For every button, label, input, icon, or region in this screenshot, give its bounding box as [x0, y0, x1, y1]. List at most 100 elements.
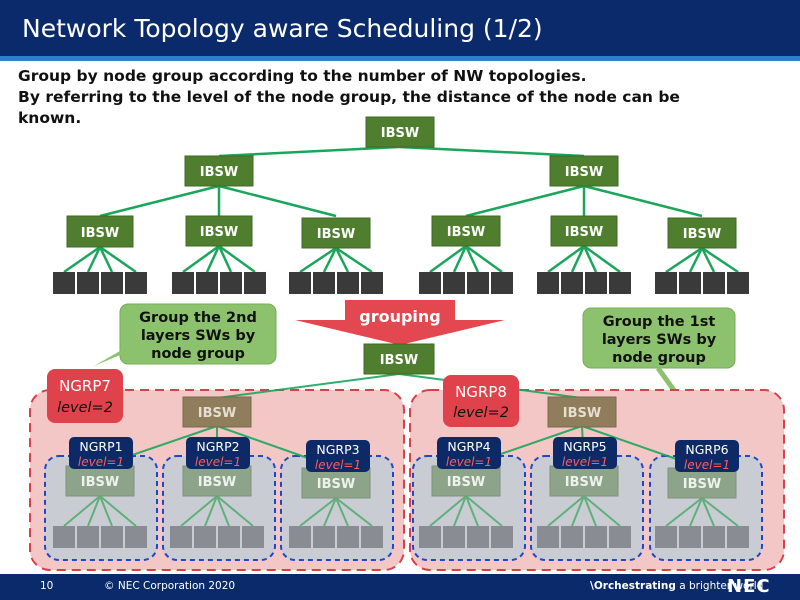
switch-label: IBSW [198, 406, 236, 421]
compute-node [125, 272, 147, 294]
upper-links [63, 145, 739, 274]
compute-node [491, 526, 513, 548]
compute-node [125, 526, 147, 548]
compute-node [609, 272, 631, 294]
edge-switch [431, 215, 501, 247]
compute-node [170, 526, 192, 548]
ngrp4-level: level=1 [446, 455, 492, 469]
compute-node [585, 272, 607, 294]
ngrp3-name: NGRP3 [316, 442, 359, 457]
compute-node [419, 272, 441, 294]
aggregate-switch-grouped [182, 396, 252, 428]
compute-node [53, 526, 75, 548]
compute-node [289, 526, 311, 548]
compute-node [609, 526, 631, 548]
compute-node [194, 526, 216, 548]
compute-node [561, 272, 583, 294]
footer: 10 © NEC Corporation 2020 \Orchestrating… [0, 574, 800, 600]
ngrp6-label: NGRP6 level=1 [675, 440, 739, 472]
upper-compute-nodes [53, 272, 749, 294]
callout-left-line-2: layers SWs by [141, 328, 256, 344]
ngrp3-label: NGRP3 level=1 [306, 440, 370, 472]
compute-node [313, 272, 335, 294]
ngrp5-label: NGRP5 level=1 [553, 437, 617, 469]
edge-switch [667, 217, 737, 249]
switch-label: IBSW [81, 226, 119, 241]
lower-compute-nodes [53, 526, 749, 548]
ngrp7-label: NGRP7 level=2 [47, 369, 123, 423]
title-stripe [0, 56, 800, 61]
compute-node [703, 272, 725, 294]
edge-switch [550, 215, 618, 247]
ngrp1-label: NGRP1 level=1 [69, 437, 133, 469]
tagline-prefix: \Orchestrating [590, 580, 676, 592]
ngrp6-name: NGRP6 [685, 442, 728, 457]
compute-node [491, 272, 513, 294]
switch-label: IBSW [198, 475, 236, 490]
compute-node [703, 526, 725, 548]
aggregate-switch-grouped [547, 396, 617, 428]
compute-node [77, 526, 99, 548]
slide-title: Network Topology aware Scheduling (1/2) [22, 14, 543, 43]
compute-node [419, 526, 441, 548]
compute-node [361, 272, 383, 294]
switch-label: IBSW [565, 165, 603, 180]
compute-node [361, 526, 383, 548]
compute-node [218, 526, 240, 548]
compute-node [289, 272, 311, 294]
compute-node [337, 272, 359, 294]
edge-switch-grouped [667, 467, 737, 499]
ngrp7-level: level=2 [57, 400, 113, 416]
compute-node [679, 526, 701, 548]
grouping-label: grouping [359, 307, 441, 326]
ngrp5-name: NGRP5 [563, 439, 606, 454]
edge-switch-grouped [65, 465, 135, 497]
tagline-rest: a brighter world [675, 580, 764, 592]
compute-node [443, 272, 465, 294]
ngrp8-name: NGRP8 [455, 383, 507, 401]
compute-node [101, 526, 123, 548]
intro-text: Group by node group according to the num… [18, 66, 788, 129]
ngrp1-level: level=1 [78, 455, 124, 469]
compute-node [172, 272, 194, 294]
compute-node [337, 526, 359, 548]
ngrp6-level: level=1 [684, 458, 730, 472]
ngrp4-name: NGRP4 [447, 439, 490, 454]
upper-topology: IBSW IBSW IBSW IBSW IBSW IBSW IBSW IBSW … [53, 116, 749, 294]
core-switch-grouped [363, 343, 435, 375]
compute-node [242, 526, 264, 548]
core-switch [365, 116, 435, 148]
copyright: © NEC Corporation 2020 [104, 580, 236, 592]
switch-label: IBSW [380, 353, 418, 368]
edge-switch [301, 217, 371, 249]
compute-node [220, 272, 242, 294]
compute-node [537, 272, 559, 294]
compute-node [655, 272, 677, 294]
compute-node [537, 526, 559, 548]
callout-right-line-2: layers SWs by [602, 332, 717, 348]
topology-diagram: IBSW IBSW IBSW IBSW IBSW IBSW IBSW IBSW … [29, 116, 785, 571]
ngrp8-label: NGRP8 level=2 [443, 375, 519, 427]
compute-node [196, 272, 218, 294]
edge-switch-grouped [549, 465, 619, 497]
compute-node [727, 272, 749, 294]
switch-label: IBSW [565, 225, 603, 240]
edge-switch [185, 215, 253, 247]
compute-node [101, 272, 123, 294]
intro-line-3: known. [18, 109, 82, 127]
switch-label: IBSW [683, 227, 721, 242]
switch-label: IBSW [317, 477, 355, 492]
compute-node [77, 272, 99, 294]
edge-switch-grouped [431, 465, 501, 497]
compute-node [443, 526, 465, 548]
switch-label: IBSW [81, 475, 119, 490]
compute-node [53, 272, 75, 294]
compute-node [585, 526, 607, 548]
switch-label: IBSW [317, 227, 355, 242]
edge-switch [66, 215, 134, 248]
lower-topology: IBSW IBSW IBSW IBSW IBSW IBSW IBSW IBSW … [29, 343, 785, 571]
intro-line-1: Group by node group according to the num… [18, 67, 587, 85]
tagline: \Orchestrating a brighter world [590, 580, 763, 592]
callout-right-line-3: node group [612, 350, 706, 366]
compute-node [467, 272, 489, 294]
